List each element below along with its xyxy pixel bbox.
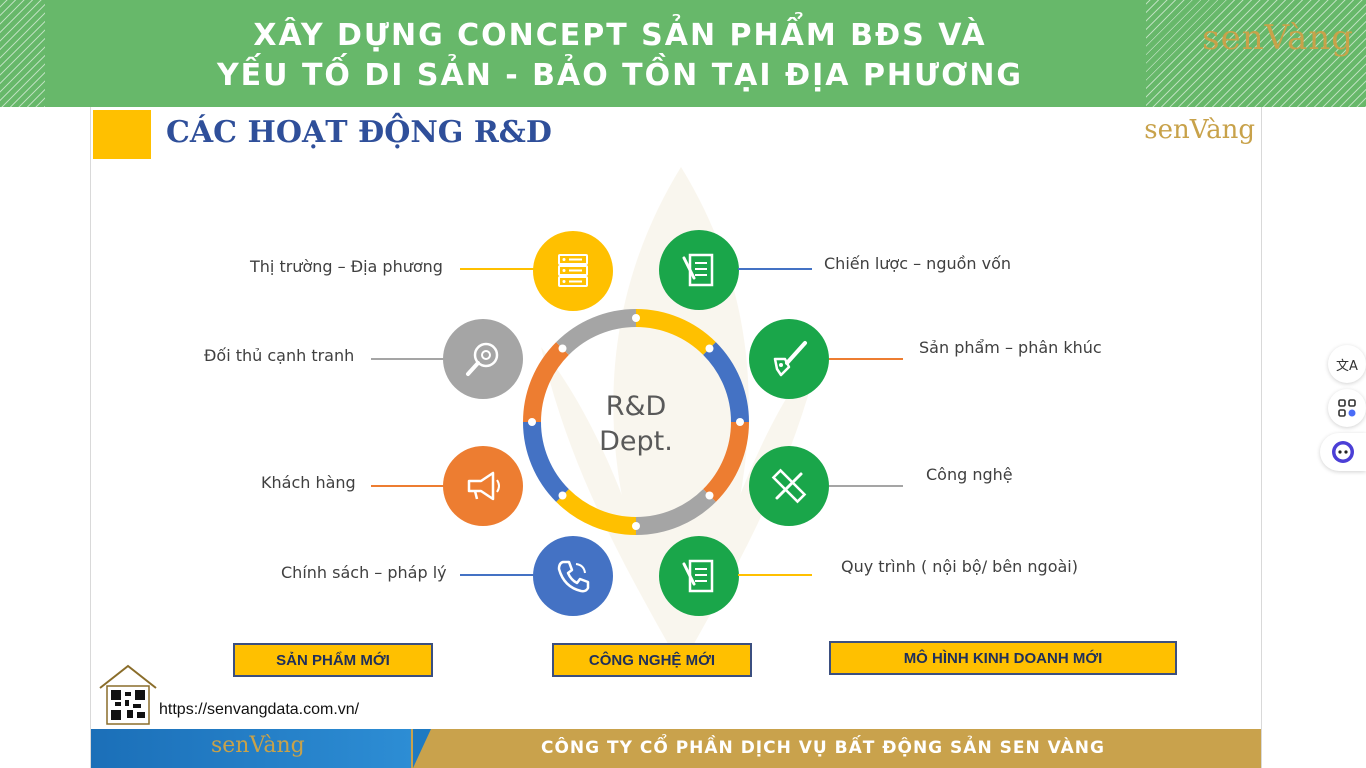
label-strategy: Chiến lược – nguồn vốn <box>824 254 1012 273</box>
connector-product <box>829 358 903 360</box>
document-pen-icon <box>682 253 714 287</box>
footer-slant <box>413 729 431 768</box>
label-market: Thị trường – Địa phương <box>250 257 443 276</box>
footer-company-name: CÔNG TY CỔ PHẦN DỊCH VỤ BẤT ĐỘNG SẢN SEN… <box>541 738 1105 758</box>
assistant-face-icon <box>1332 441 1354 463</box>
footer-gold-band <box>411 729 1261 768</box>
box-new-technology: CÔNG NGHỆ MỚI <box>552 643 752 677</box>
node-market <box>533 231 613 311</box>
center-label-line1: R&D <box>605 391 667 422</box>
label-policy: Chính sách – pháp lý <box>281 563 447 582</box>
website-url[interactable]: https://senvangdata.com.vn/ <box>159 701 360 718</box>
server-rack-icon <box>558 254 588 287</box>
heading-accent-square <box>93 110 151 159</box>
slide-brand-logo: senVàng <box>1144 115 1255 145</box>
assistant-button[interactable] <box>1320 433 1366 471</box>
slide-footer: senVàng CÔNG TY CỔ PHẦN DỊCH VỤ BẤT ĐỘNG… <box>91 729 1261 768</box>
brand-logo: senVàng <box>1202 18 1354 58</box>
connector-market <box>460 268 534 270</box>
node-strategy <box>659 230 739 310</box>
label-customers: Khách hàng <box>261 473 356 492</box>
hatch-decoration-left <box>0 0 45 107</box>
footer-brand-logo: senVàng <box>211 733 305 758</box>
node-policy <box>533 536 613 616</box>
connector-customers <box>371 485 445 487</box>
rd-cycle-ring <box>523 309 749 535</box>
phone-icon <box>557 560 590 593</box>
ruler-pencil-icon <box>771 468 807 504</box>
node-process <box>659 536 739 616</box>
translate-icon: 文A <box>1336 358 1358 374</box>
connector-policy <box>460 574 534 576</box>
translate-button[interactable]: 文A <box>1328 345 1366 383</box>
hatch-decoration-right <box>1146 0 1366 107</box>
node-product <box>749 319 829 399</box>
banner-title-line2: YẾU TỐ DI SẢN - BẢO TỒN TẠI ĐỊA PHƯƠNG <box>216 58 1024 93</box>
label-technology: Công nghệ <box>926 465 1013 484</box>
center-label-line2: Dept. <box>599 426 673 457</box>
banner-title-line1: XÂY DỰNG CONCEPT SẢN PHẨM BĐS VÀ <box>253 18 987 53</box>
footer-blue-band <box>91 729 431 768</box>
side-toolbar: 文A <box>1320 345 1366 477</box>
connector-technology <box>829 485 903 487</box>
megaphone-icon <box>467 471 500 501</box>
connector-competitors <box>371 358 445 360</box>
magnifier-gear-icon <box>466 342 499 376</box>
connector-process <box>738 574 812 576</box>
node-customers <box>443 446 523 526</box>
slide: CÁC HOẠT ĐỘNG R&D senVàng R&D Dept. <box>90 107 1262 768</box>
apps-icon <box>1338 399 1356 417</box>
label-product: Sản phẩm – phân khúc <box>919 338 1102 357</box>
connector-strategy <box>738 268 812 270</box>
node-competitors <box>443 319 523 399</box>
box-new-product: SẢN PHẨM MỚI <box>233 643 433 677</box>
node-technology <box>749 446 829 526</box>
qr-code-house <box>99 664 157 725</box>
label-process: Quy trình ( nội bộ/ bên ngoài) <box>841 557 1078 576</box>
document-pen-icon <box>682 559 714 593</box>
apps-button[interactable] <box>1328 389 1366 427</box>
center-label: R&D Dept. <box>561 389 711 459</box>
header-banner: XÂY DỰNG CONCEPT SẢN PHẨM BĐS VÀ YẾU TỐ … <box>0 0 1366 107</box>
box-new-business-model: MÔ HÌNH KINH DOANH MỚI <box>829 641 1177 675</box>
slide-heading: CÁC HOẠT ĐỘNG R&D <box>166 115 552 150</box>
label-competitors: Đối thủ cạnh tranh <box>204 346 355 365</box>
paintbrush-icon <box>773 341 807 377</box>
